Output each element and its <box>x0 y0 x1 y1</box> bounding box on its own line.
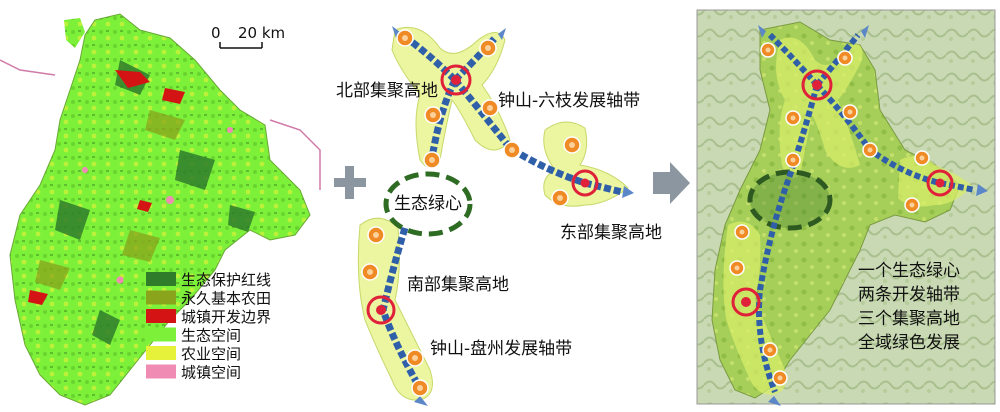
summary-line-4: 全域绿色发展 <box>858 333 960 353</box>
scale-bar: 0 20 km <box>211 24 285 49</box>
legend-item: 永久基本农田 <box>146 290 271 308</box>
summary-line-1: 一个生态绿心 <box>858 261 960 281</box>
farmland-patches <box>35 110 185 290</box>
north-highland-label: 北部集聚高地 <box>336 81 438 101</box>
urban-boundary-patches <box>28 70 185 305</box>
scale-zero: 0 <box>211 24 221 42</box>
node <box>762 342 778 358</box>
plus-sign <box>334 166 366 199</box>
axis-liuzhi-label: 钟山-六枝发展轴带 <box>498 91 640 111</box>
south-highland-ring <box>366 295 396 325</box>
axis-liuzhi <box>452 77 623 196</box>
outer-boundary-line <box>0 59 56 76</box>
legend-item: 生态保护红线 <box>146 271 271 289</box>
node <box>785 152 801 168</box>
composite-eco-core <box>747 169 833 231</box>
legend-label: 永久基本农田 <box>181 290 271 308</box>
structure-diagram-panel: 北部集聚高地 钟山-六枝发展轴带 生态绿心 东部集聚高地 南部集聚高地 钟山-盘… <box>336 26 662 406</box>
legend-label: 生态空间 <box>181 327 241 345</box>
summary-line-3: 三个集聚高地 <box>858 309 960 329</box>
node <box>904 197 920 213</box>
legend-item: 农业空间 <box>146 345 241 363</box>
redline-patches <box>55 60 255 345</box>
legend-label: 城镇开发边界 <box>181 308 271 326</box>
node <box>563 136 581 154</box>
scale-distance: 20 km <box>238 24 285 42</box>
node <box>837 50 853 66</box>
transition-arrow <box>653 162 690 204</box>
eco-core-label: 生态绿心 <box>394 194 462 214</box>
legend-swatch <box>146 309 176 323</box>
axis-north-s <box>428 78 459 159</box>
node <box>367 226 385 244</box>
node <box>772 370 788 386</box>
legend-item: 生态空间 <box>146 327 241 345</box>
node <box>842 104 858 120</box>
node <box>479 39 497 57</box>
islet <box>64 18 85 48</box>
node <box>361 263 379 281</box>
node <box>734 224 750 240</box>
composite-north-blob <box>776 37 863 179</box>
south-highland-label: 南部集聚高地 <box>407 275 509 295</box>
node <box>481 99 499 117</box>
legend-label: 城镇空间 <box>181 364 241 382</box>
legend-swatch <box>146 327 176 342</box>
legend-item: 城镇开发边界 <box>146 308 271 326</box>
node <box>424 106 442 124</box>
node <box>760 42 776 58</box>
legend-swatch <box>146 272 176 286</box>
node <box>551 189 569 207</box>
legend-label: 生态保护红线 <box>181 271 271 289</box>
node <box>423 151 441 169</box>
composite-map-panel: 一个生态绿心 两条开发轴带 三个集聚高地 全域绿色发展 <box>696 9 996 406</box>
node <box>785 110 801 126</box>
node <box>862 142 878 158</box>
axis-panzhou-label: 钟山-盘州发展轴带 <box>430 339 572 359</box>
legend-swatch <box>146 290 176 305</box>
composite-territory <box>711 21 961 399</box>
node <box>914 150 930 166</box>
north-highland-ring <box>440 64 472 96</box>
eco-core-ellipse <box>383 171 473 237</box>
urban-space-patches <box>82 127 233 284</box>
highland-rings <box>366 64 599 325</box>
summary-line-2: 两条开发轴带 <box>858 285 960 305</box>
north-cluster-blob <box>391 26 511 168</box>
east-highland-label: 东部集聚高地 <box>560 223 662 243</box>
legend-swatch <box>146 364 176 379</box>
diagram-nodes <box>361 29 581 397</box>
legend-label: 农业空间 <box>181 345 241 363</box>
composite-highland-rings <box>731 69 954 317</box>
outer-boundary-line-2 <box>269 119 321 190</box>
summary-block: 一个生态绿心 两条开发轴带 三个集聚高地 全域绿色发展 <box>858 261 960 353</box>
node <box>396 29 414 47</box>
node <box>729 260 745 276</box>
node <box>406 349 424 367</box>
node <box>411 379 429 397</box>
legend-swatch <box>146 346 176 360</box>
legend-item: 城镇空间 <box>146 364 241 382</box>
east-highland-ring <box>571 169 599 197</box>
node <box>503 141 521 159</box>
composite-nodes <box>729 42 930 386</box>
